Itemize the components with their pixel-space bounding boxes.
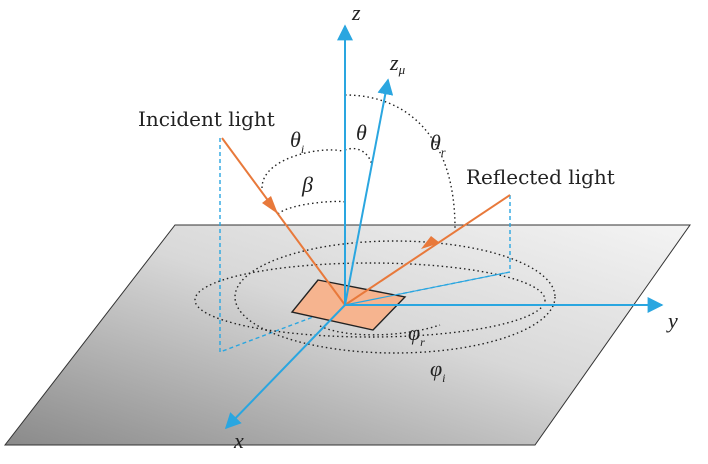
azimuth-ellipse-inner [194,262,546,338]
phi-i-label: φi [430,356,446,385]
reflected-light-label: Reflected light [466,165,615,189]
x-axis-label: x [233,428,244,453]
theta-r-label: θr [430,130,446,159]
reflected-ray-arrowhead [421,236,440,249]
reflected-ray [344,194,511,306]
y-axis-label: y [666,308,678,333]
theta-r-arc [344,94,456,229]
z-mu-axis-label: zμ [389,50,406,77]
theta-i-arc [261,149,346,189]
beta-label: β [301,172,313,197]
azimuth-ellipse-outer [234,240,556,354]
theta-label: θ [356,120,367,145]
incident-ray-arrowhead [262,196,278,214]
z-axis-label: z [351,0,361,25]
ground-plane [3,224,691,446]
reflected-ray-projection [344,271,511,306]
incident-light-label: Incident light [138,107,275,131]
theta-i-label: θi [290,127,304,156]
incident-ray [221,137,346,306]
beta-arc [277,200,346,215]
x-axis [224,304,346,430]
phi-r-label: φr [408,320,425,349]
z-mu-axis [344,78,394,306]
theta-arc [344,147,373,166]
incident-projection-dashed [219,138,346,354]
phi-r-arc [319,324,441,336]
